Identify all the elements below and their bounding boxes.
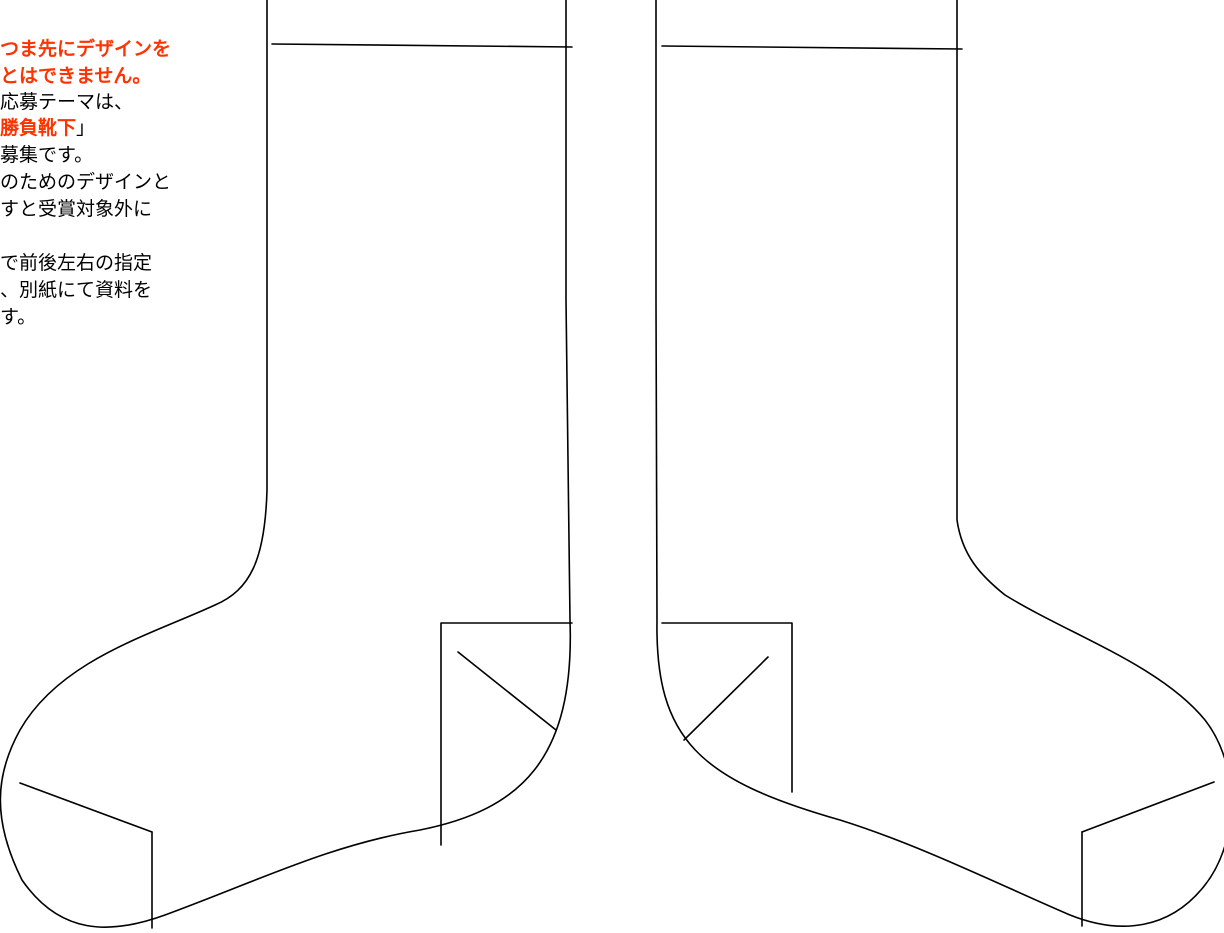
right-cuff-line (661, 45, 963, 50)
right-heel-box (661, 622, 793, 793)
theme-line-2: 勝負靴下」 (0, 117, 95, 141)
body-line-3: で前後左右の指定 (0, 252, 153, 274)
warning-line-1: つま先にデザインを (0, 38, 172, 60)
body-line-4: 、別紙にて資料を (0, 279, 153, 301)
theme-line-1: 応募テーマは、 (0, 91, 134, 113)
right-sock-outline (655, 0, 1224, 927)
theme-keyword: 勝負靴下 (0, 117, 77, 139)
left-heel-diagonal (457, 651, 557, 731)
body-line-1: のためのデザインと (0, 171, 172, 193)
theme-line-3: 募集です。 (0, 144, 94, 166)
right-heel-diagonal (683, 656, 769, 741)
left-cuff-line (271, 43, 573, 48)
right-toe-diagonal (1081, 781, 1215, 833)
body-line-2: すと受賞対象外に (0, 198, 153, 220)
body-line-5: す。 (0, 306, 37, 328)
right-sock (655, 0, 1224, 927)
left-toe-diagonal (19, 782, 153, 833)
warning-line-2: とはできません。 (0, 65, 152, 87)
left-sock (0, 0, 573, 929)
theme-close-bracket: 」 (76, 117, 96, 139)
left-sock-outline (0, 0, 572, 928)
left-heel-box (440, 622, 573, 846)
